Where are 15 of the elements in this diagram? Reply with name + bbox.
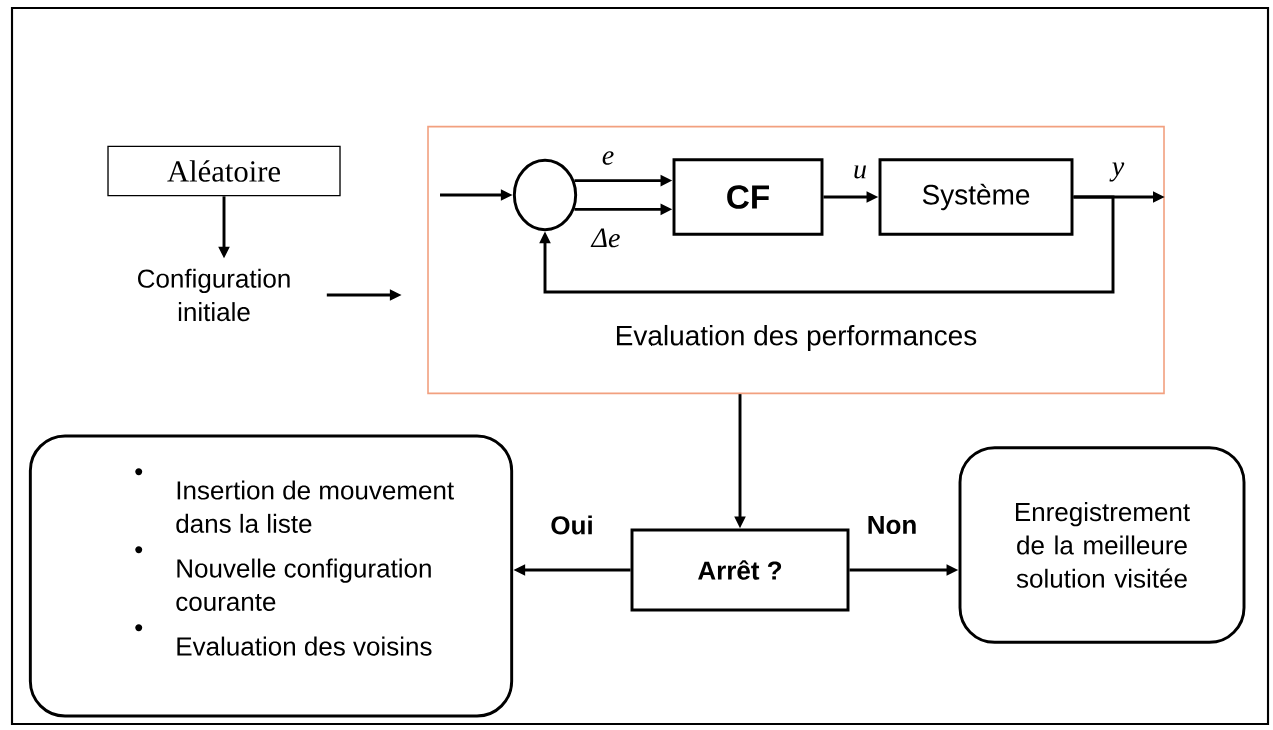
process-box: Arrêt ? [630,528,850,612]
action-box: Insertion de mouvement dans la liste Nouvelle configuration courante Evaluation des voisins [28,434,514,718]
edge-label: u [854,165,866,179]
edge-label: y [1109,162,1125,182]
step-label: Configuration initiale [138,268,290,322]
process-box: Aléatoire [107,145,341,197]
edge-label: Non [868,515,916,535]
result-box: Enregistrement de la meilleure solution visitée [958,446,1246,644]
process-box: Système [878,158,1074,236]
summing-junction [512,158,578,232]
edge-label: Oui [551,515,592,535]
edge-label: Δe [590,228,620,248]
arrow [539,195,1115,294]
edge-label: e [602,151,614,165]
process-box: CF [672,158,824,236]
